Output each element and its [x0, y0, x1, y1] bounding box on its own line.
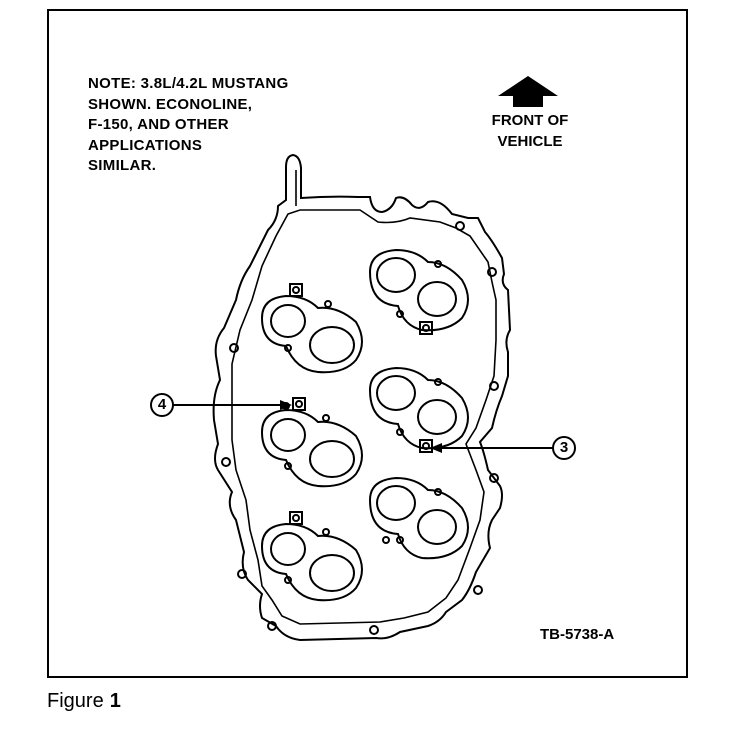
gasket-outline	[212, 153, 512, 642]
port-pair-left-1	[260, 283, 363, 374]
front-of-vehicle-label: FRONT OF VEHICLE	[470, 110, 590, 152]
callout-4	[150, 393, 292, 417]
front-label-line-1: FRONT OF	[491, 112, 569, 129]
port-pair-right-1	[368, 248, 469, 335]
front-label-line-2: VEHICLE	[497, 133, 563, 150]
callout-3-label: 3	[559, 439, 569, 456]
port-pair-left-3	[260, 511, 363, 602]
gasket-inner-outline	[231, 170, 497, 625]
note-line: SHOWN. ECONOLINE,	[88, 95, 253, 113]
port-pair-left-2	[260, 397, 363, 488]
figure-frame	[47, 9, 688, 678]
caption-label: Figure	[47, 690, 104, 712]
up-arrow-icon	[498, 76, 558, 107]
caption-number: 1	[109, 690, 121, 712]
note-text: NOTE: 3.8L/4.2L MUSTANG SHOWN. ECONOLINE…	[88, 74, 289, 177]
callout-4-label: 4	[157, 396, 167, 413]
port-pair-right-3	[368, 476, 469, 560]
port-pair-right-2	[368, 366, 469, 453]
note-line: SIMILAR.	[88, 157, 157, 174]
note-line: APPLICATIONS	[88, 136, 203, 154]
figure-id: TB-5738-A	[540, 626, 615, 643]
bolt-holes	[221, 221, 499, 635]
note-line: F-150, AND OTHER	[88, 116, 229, 133]
callout-3	[430, 436, 576, 460]
note-line: NOTE: 3.8L/4.2L MUSTANG	[88, 75, 289, 92]
